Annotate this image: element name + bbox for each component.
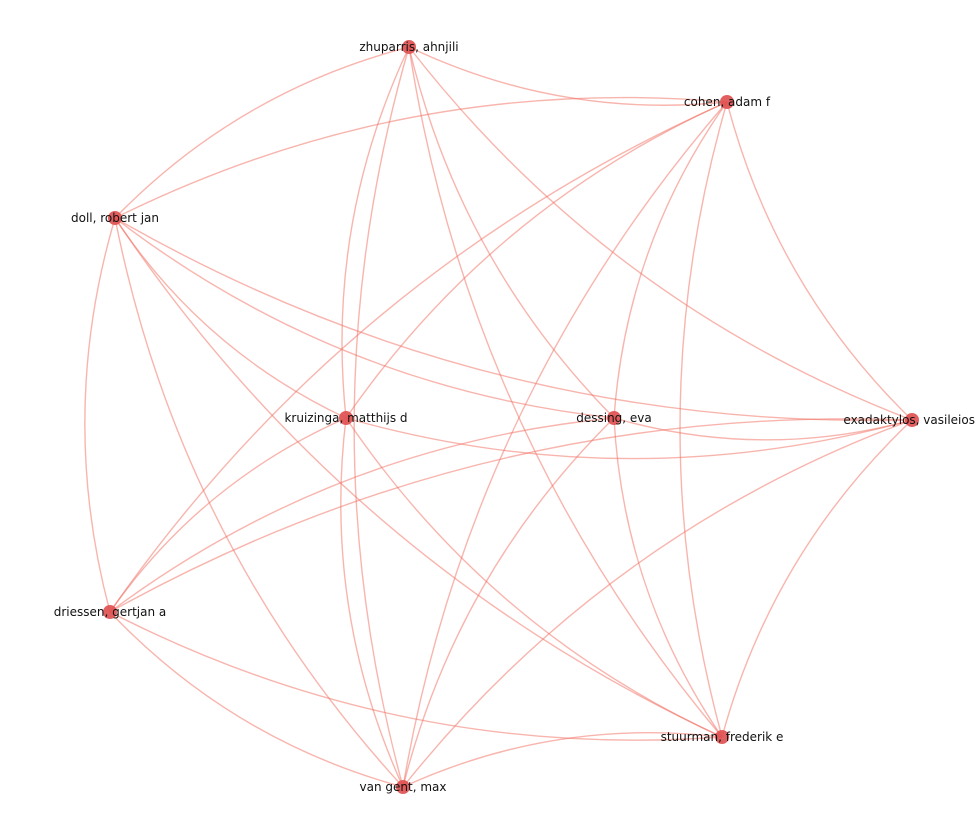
edge-doll-exadaktylos — [114, 217, 913, 422]
node-zhuparris[interactable] — [402, 40, 416, 54]
edge-zhuparris-doll — [114, 46, 410, 219]
edge-cohen-exadaktylos — [726, 101, 913, 421]
edge-zhuparris-dessing — [408, 46, 615, 419]
edge-doll-driessen — [84, 217, 116, 613]
edge-layer — [84, 46, 913, 788]
edge-zhuparris-vangent — [353, 46, 410, 788]
node-label-cohen: cohen, adam f — [684, 95, 771, 109]
edge-cohen-dessing — [613, 101, 728, 419]
edge-driessen-vangent — [109, 611, 404, 788]
edge-doll-kruizinga — [114, 217, 347, 419]
edge-kruizinga-stuurman — [345, 417, 723, 738]
node-vangent[interactable] — [396, 780, 410, 794]
edge-zhuparris-stuurman — [408, 46, 723, 738]
node-exadaktylos[interactable] — [905, 413, 919, 427]
node-label-doll: doll, robert jan — [71, 211, 159, 225]
label-layer: zhuparris, ahnjili cohen, adam f doll, rob… — [54, 40, 975, 794]
node-label-kruizinga: kruizinga, matthijs d — [284, 411, 407, 425]
edge-dessing-driessen — [109, 417, 615, 613]
node-label-vangent: van gent, max — [360, 780, 447, 794]
node-label-exadaktylos: exadaktylos, vasileios — [843, 413, 975, 427]
edge-zhuparris-cohen — [408, 46, 728, 106]
edge-doll-dessing — [114, 217, 615, 419]
node-label-stuurman: stuurman, frederik e — [661, 730, 784, 744]
node-layer — [103, 40, 919, 794]
edge-dessing-stuurman — [613, 417, 723, 738]
edge-cohen-vangent — [402, 101, 728, 788]
edge-cohen-doll — [114, 96, 728, 219]
edge-cohen-stuurman — [679, 101, 728, 738]
node-driessen[interactable] — [103, 605, 117, 619]
node-cohen[interactable] — [720, 95, 734, 109]
node-kruizinga[interactable] — [339, 411, 353, 425]
node-label-dessing: dessing, eva — [576, 411, 652, 425]
edge-exadaktylos-stuurman — [721, 419, 913, 738]
node-label-zhuparris: zhuparris, ahnjili — [359, 40, 458, 54]
edge-exadaktylos-vangent — [402, 419, 913, 788]
edge-zhuparris-exadaktylos — [408, 46, 913, 421]
edge-driessen-stuurman — [109, 611, 723, 741]
node-dessing[interactable] — [607, 411, 621, 425]
edge-cohen-kruizinga — [345, 101, 728, 419]
edge-kruizinga-exadaktylos — [345, 417, 913, 460]
edge-doll-stuurman — [114, 217, 723, 738]
edge-dessing-vangent — [402, 417, 615, 788]
edge-cohen-driessen — [109, 101, 728, 613]
edge-stuurman-vangent — [402, 731, 723, 788]
edge-doll-vangent — [114, 217, 404, 788]
edge-kruizinga-driessen — [109, 417, 347, 613]
edge-exadaktylos-driessen — [109, 418, 913, 613]
edge-dessing-exadaktylos — [613, 417, 913, 441]
node-stuurman[interactable] — [715, 730, 729, 744]
edge-zhuparris-kruizinga — [341, 46, 410, 419]
edge-kruizinga-vangent — [340, 417, 404, 788]
node-label-driessen: driessen, gertjan a — [54, 605, 167, 619]
node-doll[interactable] — [108, 211, 122, 225]
